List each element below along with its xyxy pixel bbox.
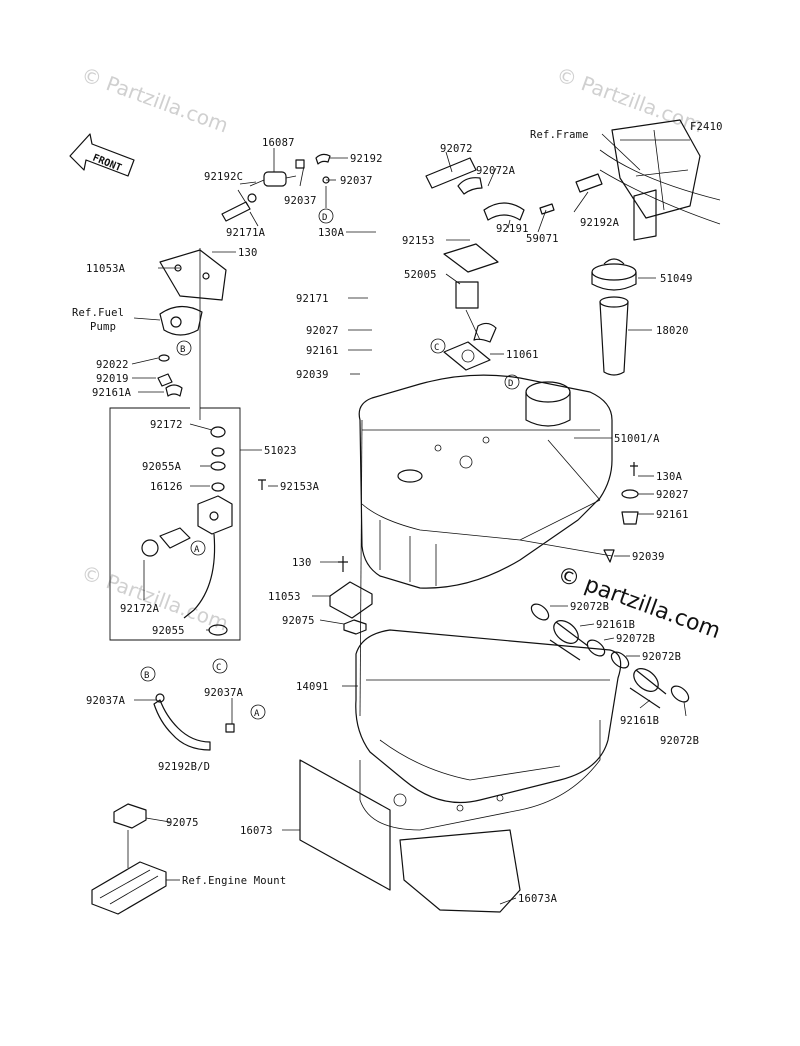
label-92161-right: 92161 <box>656 509 689 521</box>
watermark: © Partzilla.com <box>78 62 231 137</box>
label-130a-top: 130A <box>318 227 345 239</box>
label-92039-left: 92039 <box>296 369 329 381</box>
label-92072a: 92072A <box>476 165 516 177</box>
front-arrow-label: FRONT <box>91 153 123 174</box>
vent-hose-assembly <box>425 157 603 221</box>
label-92192bd: 92192B/D <box>158 761 210 773</box>
label-92027-right: 92027 <box>656 489 689 501</box>
tank-tray <box>355 629 622 831</box>
label-16073a: 16073A <box>518 893 558 905</box>
label-51001a: 51001/A <box>614 433 660 445</box>
label-ref-frame: Ref.Frame <box>530 129 589 141</box>
label-16126: 16126 <box>150 481 183 493</box>
bushings-and-clips <box>530 603 690 709</box>
label-92161b-2: 92161B <box>620 715 659 727</box>
callout-d-top: D <box>318 208 334 224</box>
label-92027-left: 92027 <box>306 325 339 337</box>
label-16087: 16087 <box>262 137 295 149</box>
label-ref-fuel-pump-2: Pump <box>90 321 116 333</box>
svg-text:B: B <box>180 345 185 355</box>
label-92072: 92072 <box>440 143 473 155</box>
front-arrow-icon: FRONT <box>69 133 135 177</box>
label-ref-engine-mount: Ref.Engine Mount <box>182 875 286 887</box>
part-labels: 16087 92192C 92192 92037 92037 92171A 11… <box>72 129 699 905</box>
filler-tube <box>599 296 629 376</box>
label-92037a-right: 92037A <box>204 687 244 699</box>
label-92072b-3: 92072B <box>642 651 681 663</box>
callout-c-tank: C <box>430 338 446 354</box>
svg-text:C: C <box>216 663 221 673</box>
callout-a-mid: A <box>190 540 206 556</box>
label-92161a: 92161A <box>92 387 132 399</box>
heat-shields <box>299 759 521 913</box>
label-92055: 92055 <box>152 625 185 637</box>
label-92161-left: 92161 <box>306 345 339 357</box>
label-11053a: 11053A <box>86 263 126 275</box>
fuel-pump <box>443 243 499 371</box>
label-92172a: 92172A <box>120 603 160 615</box>
label-92037-top: 92037 <box>340 175 373 187</box>
svg-text:D: D <box>322 213 327 223</box>
label-52005: 52005 <box>404 269 437 281</box>
label-92075-bot: 92075 <box>166 817 199 829</box>
label-130a-right: 130A <box>656 471 683 483</box>
lower-left-hose <box>153 693 235 751</box>
svg-text:C: C <box>434 343 439 353</box>
label-11053: 11053 <box>268 591 301 603</box>
callout-b-bottom: B <box>140 666 156 682</box>
fuel-cock-assembly <box>141 426 233 636</box>
label-92192c: 92192C <box>204 171 243 183</box>
label-92153: 92153 <box>402 235 435 247</box>
frame-bracket <box>599 119 721 241</box>
fuel-pump-bracket <box>157 248 227 420</box>
callout-c-left: C <box>212 658 228 674</box>
fuel-cock-group-bracket <box>109 407 241 641</box>
figure-code: F2410 <box>690 121 723 133</box>
label-130-mid: 130 <box>292 557 312 569</box>
leader-lines <box>131 133 687 905</box>
label-92171: 92171 <box>296 293 329 305</box>
svg-text:A: A <box>194 545 200 555</box>
label-51049: 51049 <box>660 273 693 285</box>
svg-text:A: A <box>254 709 260 719</box>
label-11061: 11061 <box>506 349 539 361</box>
label-92153a: 92153A <box>280 481 320 493</box>
svg-text:B: B <box>144 671 149 681</box>
fuel-fittings-top <box>221 153 331 222</box>
fuel-cap <box>591 258 637 291</box>
label-14091: 14091 <box>296 681 329 693</box>
label-92072b-1: 92072B <box>570 601 609 613</box>
label-92037-bot: 92037 <box>284 195 317 207</box>
label-92192: 92192 <box>350 153 383 165</box>
callouts: D B A C B A C D <box>140 208 520 720</box>
label-92019: 92019 <box>96 373 129 385</box>
label-ref-fuel-pump-1: Ref.Fuel <box>72 307 124 319</box>
label-18020: 18020 <box>656 325 689 337</box>
label-92072b-4: 92072B <box>660 735 699 747</box>
callout-a-bottom: A <box>250 704 266 720</box>
label-92192a: 92192A <box>580 217 620 229</box>
svg-text:D: D <box>508 379 513 389</box>
label-130-top: 130 <box>238 247 258 259</box>
label-16073: 16073 <box>240 825 273 837</box>
engine-mount <box>91 803 167 915</box>
label-92055a: 92055A <box>142 461 182 473</box>
fuel-tank <box>358 374 613 589</box>
label-92171a: 92171A <box>226 227 266 239</box>
label-92075-mid: 92075 <box>282 615 315 627</box>
label-92039-right: 92039 <box>632 551 665 563</box>
label-92072b-2: 92072B <box>616 633 655 645</box>
right-mount-parts <box>603 462 639 563</box>
label-51023: 51023 <box>264 445 297 457</box>
label-59071: 59071 <box>526 233 559 245</box>
label-92172: 92172 <box>150 419 183 431</box>
callout-b-left: B <box>176 340 192 356</box>
tank-bracket <box>329 556 373 635</box>
callout-d-tank: D <box>504 374 520 390</box>
label-92191: 92191 <box>496 223 529 235</box>
label-92161b-1: 92161B <box>596 619 635 631</box>
label-92037a-left: 92037A <box>86 695 126 707</box>
label-92022: 92022 <box>96 359 129 371</box>
